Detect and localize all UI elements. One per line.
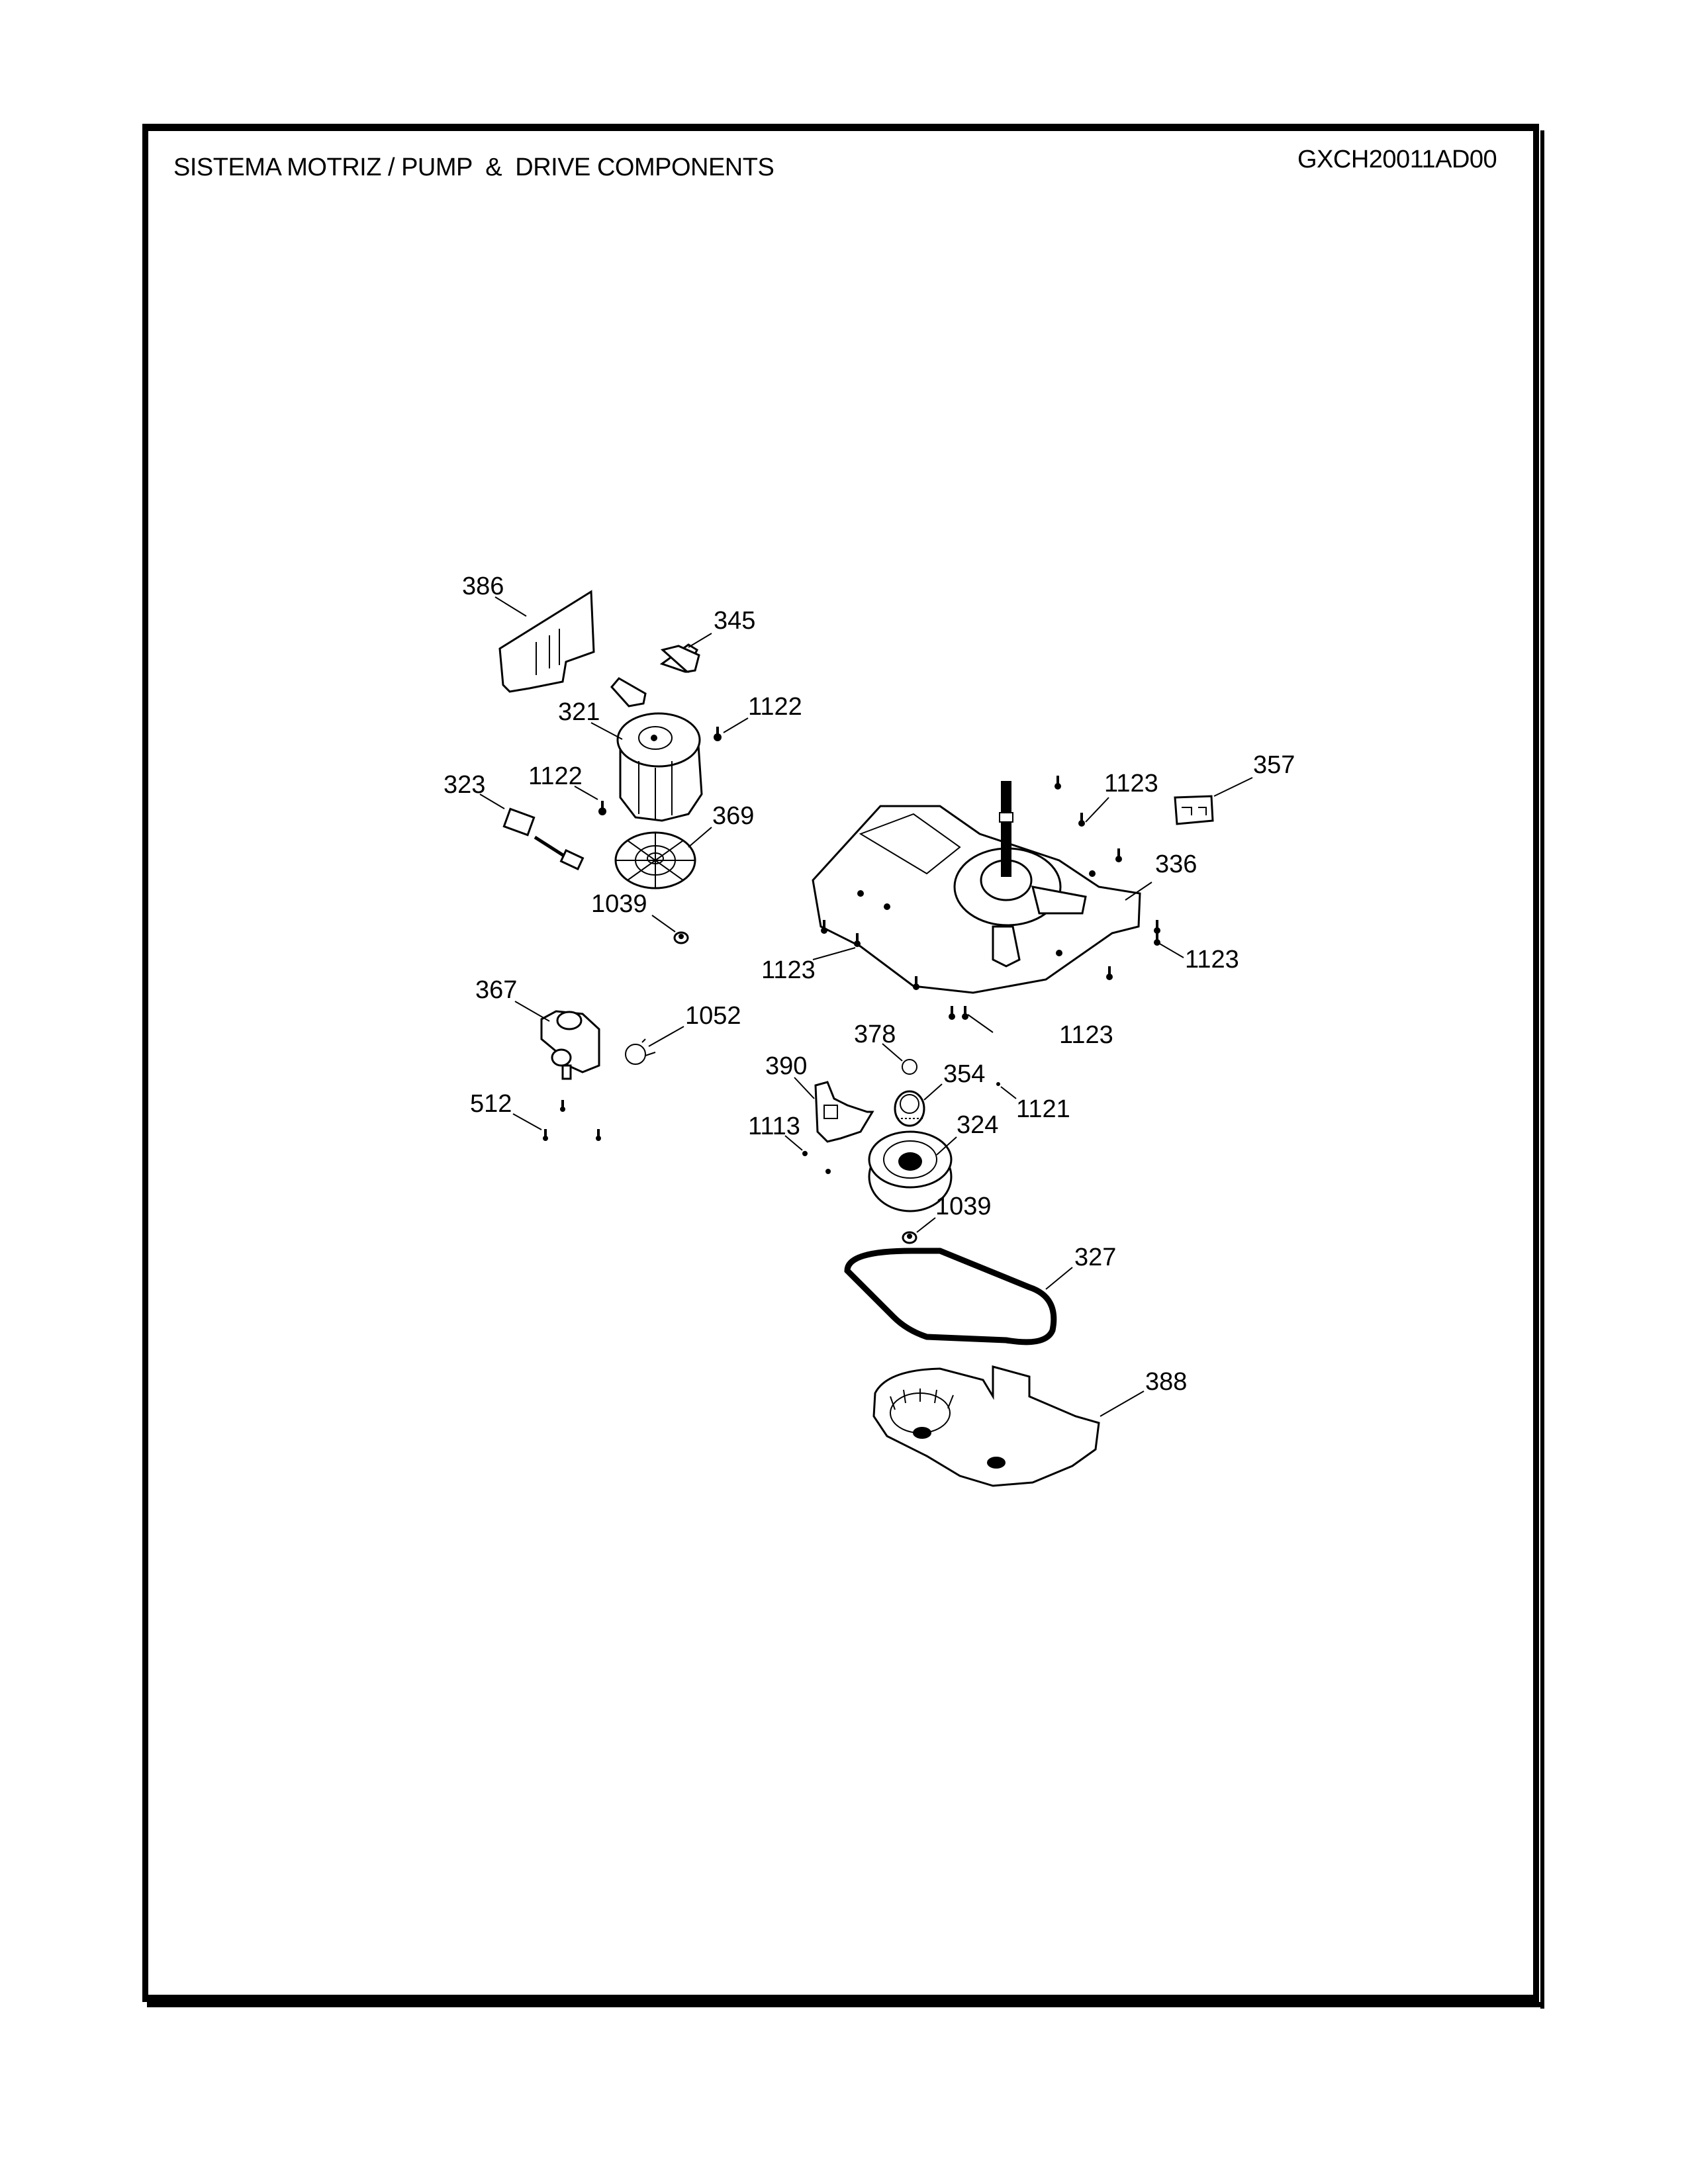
leader-378	[882, 1043, 903, 1062]
callout-378[interactable]: 378	[854, 1021, 896, 1048]
leader-327	[1045, 1267, 1073, 1290]
part-336-transmission-plate[interactable]	[812, 781, 1141, 994]
callout-369[interactable]: 369	[712, 802, 754, 830]
callout-345[interactable]: 345	[714, 607, 755, 635]
callout-357[interactable]: 357	[1253, 751, 1295, 779]
leader-354	[923, 1083, 943, 1101]
callout-336[interactable]: 336	[1155, 850, 1197, 878]
leader-367	[514, 1001, 550, 1022]
part-388-belt-guard[interactable]	[872, 1365, 1100, 1487]
leader-324	[936, 1136, 957, 1156]
part-321-drive-motor[interactable]	[616, 712, 703, 822]
callout-1039-b[interactable]: 1039	[935, 1193, 992, 1220]
leader-1039a	[651, 915, 676, 933]
leader-1123b	[812, 947, 856, 960]
callout-327[interactable]: 327	[1074, 1244, 1116, 1271]
leader-321	[590, 722, 623, 740]
part-378-retaining-ring[interactable]	[902, 1059, 917, 1075]
callout-367[interactable]: 367	[475, 976, 517, 1004]
callout-1123-c[interactable]: 1123	[1185, 946, 1239, 974]
leader-369	[688, 827, 712, 848]
part-369-motor-pulley[interactable]	[614, 831, 696, 889]
callout-1122-a[interactable]: 1122	[748, 693, 802, 721]
part-1052-hose-clamp[interactable]	[625, 1038, 656, 1065]
part-512-screws[interactable]	[543, 1100, 601, 1141]
leader-1123d	[967, 1014, 994, 1033]
leader-1121	[1000, 1086, 1017, 1099]
callout-1122-b[interactable]: 1122	[528, 762, 583, 790]
part-390-shift-actuator[interactable]	[814, 1081, 874, 1143]
part-357-clip[interactable]	[1174, 795, 1214, 825]
callout-1113[interactable]: 1113	[748, 1113, 800, 1140]
callout-1039-a[interactable]: 1039	[591, 890, 647, 918]
leader-357	[1213, 777, 1253, 797]
leader-1123c	[1159, 943, 1184, 958]
part-1039-nut-a[interactable]	[673, 931, 689, 944]
leader-1122b	[574, 786, 598, 800]
callout-1121[interactable]: 1121	[1016, 1095, 1070, 1123]
leader-336	[1125, 882, 1152, 901]
part-327-drive-belt[interactable]	[844, 1248, 1057, 1345]
leader-1039b	[916, 1217, 936, 1233]
part-323-wire-harness[interactable]	[502, 807, 585, 871]
leader-388	[1100, 1390, 1145, 1417]
part-367-drain-pump[interactable]	[540, 1010, 600, 1080]
callout-512[interactable]: 512	[470, 1090, 512, 1118]
page-border	[142, 124, 1539, 2002]
callout-324[interactable]: 324	[957, 1111, 998, 1139]
callout-1123-a[interactable]: 1123	[1104, 770, 1158, 797]
leader-345	[688, 633, 712, 648]
leader-1122a	[723, 717, 749, 733]
part-354-coupling-gear[interactable]	[894, 1090, 925, 1127]
border-shadow-bottom	[147, 2002, 1544, 2007]
part-1122-screw-b[interactable]	[598, 801, 606, 815]
part-1121-screw[interactable]	[996, 1082, 1000, 1086]
part-386-shroud-bracket[interactable]	[498, 590, 595, 693]
callout-386[interactable]: 386	[462, 572, 504, 600]
callout-1052[interactable]: 1052	[685, 1002, 741, 1030]
leader-1123a	[1085, 797, 1109, 823]
callout-388[interactable]: 388	[1145, 1368, 1187, 1396]
border-shadow-right	[1540, 130, 1544, 2009]
part-1039-nut-b[interactable]	[902, 1231, 917, 1244]
part-324-transmission-pulley[interactable]	[868, 1130, 953, 1212]
part-1113-screws[interactable]	[802, 1151, 831, 1174]
part-345-motor-mount-pads[interactable]	[610, 643, 700, 707]
leader-386	[494, 596, 527, 617]
callout-390[interactable]: 390	[765, 1052, 807, 1080]
part-1123-screws[interactable]	[821, 776, 1160, 1020]
leader-512	[512, 1113, 542, 1130]
model-code: GXCH20011AD00	[1297, 146, 1497, 173]
page-title: SISTEMA MOTRIZ / PUMP & DRIVE COMPONENTS	[173, 154, 774, 181]
leader-323	[479, 794, 505, 809]
callout-354[interactable]: 354	[943, 1060, 985, 1088]
callout-323[interactable]: 323	[444, 771, 485, 799]
leader-1113	[784, 1135, 803, 1151]
leader-1052	[648, 1026, 684, 1047]
callout-1123-d[interactable]: 1123	[1059, 1021, 1113, 1049]
callout-1123-b[interactable]: 1123	[761, 956, 816, 984]
leader-390	[794, 1077, 815, 1099]
callout-321[interactable]: 321	[558, 698, 600, 726]
part-1122-screw-a[interactable]	[714, 727, 722, 741]
